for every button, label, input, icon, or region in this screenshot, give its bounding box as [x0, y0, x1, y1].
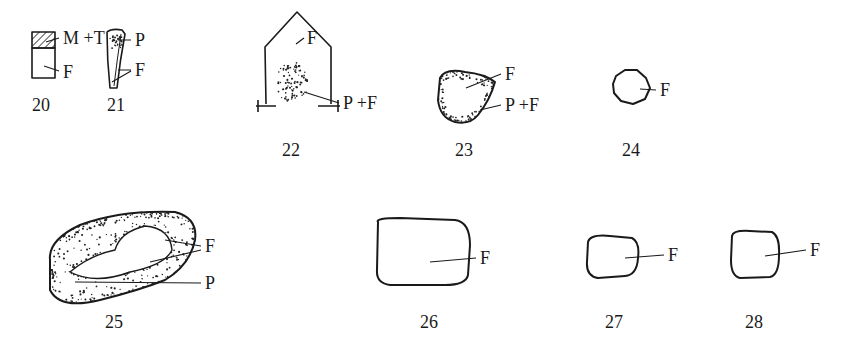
callout-number: 26: [420, 312, 438, 332]
part-label: F: [660, 80, 670, 100]
part-label: P: [135, 30, 145, 50]
callout-number: 24: [622, 140, 640, 160]
callout-number: 21: [107, 95, 125, 115]
callout-number: 22: [282, 140, 300, 160]
part-label: P: [205, 273, 215, 293]
callout-number: 28: [745, 312, 763, 332]
part-label: F: [480, 248, 490, 268]
part-label: F: [668, 245, 678, 265]
callout-number: 20: [32, 95, 50, 115]
part-label: F: [205, 236, 215, 256]
part-label: M +T: [63, 28, 105, 48]
callout-number: 23: [455, 140, 473, 160]
callout-number: 27: [605, 312, 623, 332]
part-label: F: [505, 64, 515, 84]
part-label: F: [135, 60, 145, 80]
part-label: P +F: [343, 93, 377, 113]
part-label: F: [810, 240, 820, 260]
part-label: F: [63, 62, 73, 82]
callout-number: 25: [105, 312, 123, 332]
part-label: P +F: [505, 95, 539, 115]
part-label: F: [307, 28, 317, 48]
